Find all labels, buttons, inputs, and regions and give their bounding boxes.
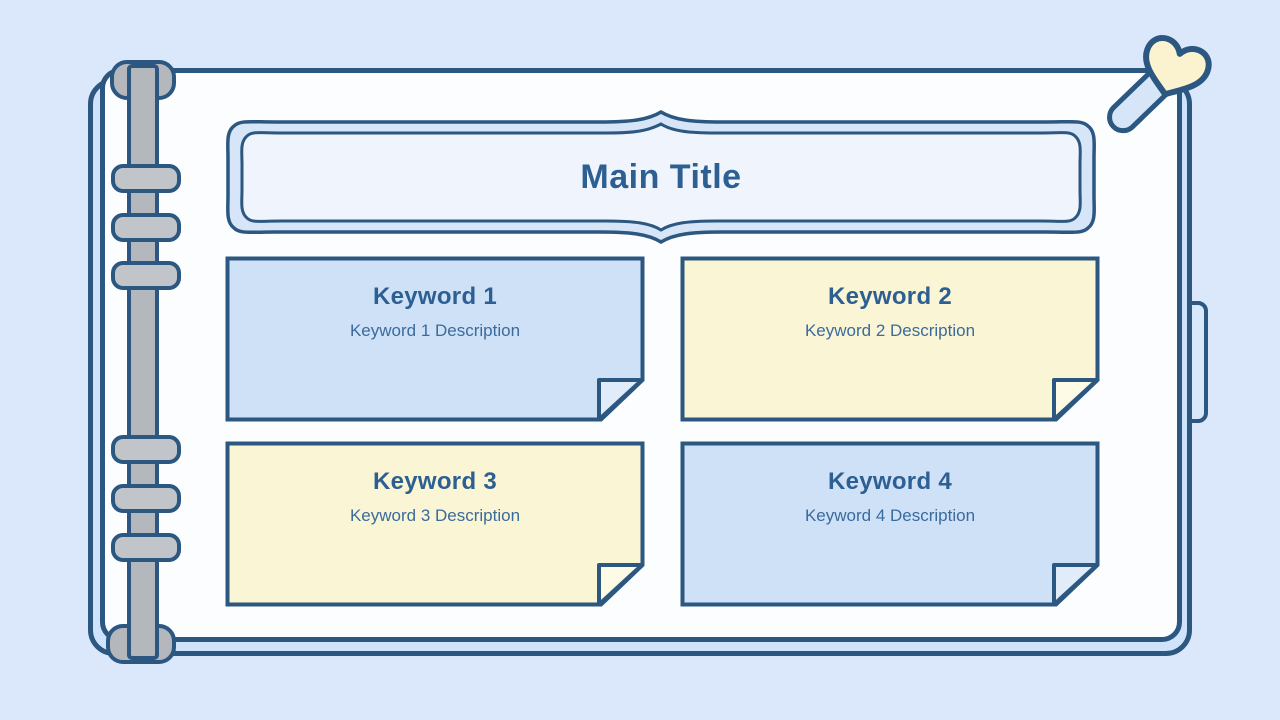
binder-ring — [111, 164, 181, 193]
card-title: Keyword 2 — [827, 283, 953, 310]
card-description: Keyword 4 Description — [804, 506, 976, 525]
notebook-spine — [106, 60, 176, 664]
heart-pin-icon — [1107, 35, 1212, 134]
binder-ring — [111, 435, 181, 464]
binder-ring — [111, 261, 181, 290]
card-title: Keyword 4 — [827, 468, 953, 495]
keyword-card-1: Keyword 1 Keyword 1 Description — [225, 256, 645, 422]
card-title: Keyword 3 — [372, 468, 498, 495]
title-frame — [226, 109, 1096, 244]
keyword-card-3: Keyword 3 Keyword 3 Description — [225, 441, 645, 607]
binder-ring — [111, 484, 181, 513]
card-description: Keyword 1 Description — [349, 321, 521, 340]
card-description: Keyword 2 Description — [804, 321, 976, 340]
keyword-card-4: Keyword 4 Keyword 4 Description — [680, 441, 1100, 607]
keyword-card-2: Keyword 2 Keyword 2 Description — [680, 256, 1100, 422]
binder-ring — [111, 213, 181, 242]
card-title: Keyword 1 — [372, 283, 498, 310]
card-description: Keyword 3 Description — [349, 506, 521, 525]
binder-ring — [111, 533, 181, 562]
page-title: Main Title — [580, 157, 742, 196]
